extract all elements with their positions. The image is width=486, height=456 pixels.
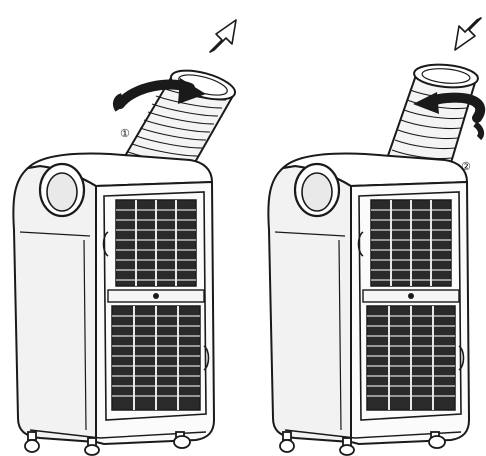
air-conditioner-unit-2 — [268, 154, 469, 455]
arrow-down-left-icon — [455, 18, 481, 50]
panel-1: ① — [13, 20, 238, 455]
step-label-1: ① — [120, 127, 130, 140]
air-conditioner-unit-1 — [13, 154, 214, 455]
step-label-2: ② — [461, 160, 471, 173]
panel-2: ② — [268, 18, 481, 455]
arrow-up-right-icon — [208, 20, 236, 52]
